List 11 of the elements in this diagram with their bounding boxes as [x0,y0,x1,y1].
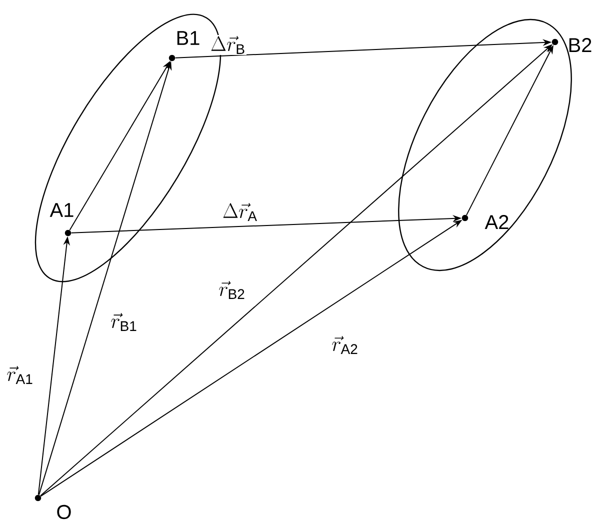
vector-label: $\vec{r}_{\mathrm{A1}}$ [6,365,34,385]
vector-label: $\Delta\vec{r}_{\mathrm{A}}$ [222,202,258,222]
vector-label: $\vec{r}_{\mathrm{B1}}$ [110,312,138,332]
point-label: B1 [177,31,200,45]
vector-label: $\vec{r}_{\mathrm{A2}}$ [330,335,360,355]
point-label: A2 [484,215,508,229]
point-label: A1 [50,203,74,217]
point-label: O [57,504,71,520]
point-label: B2 [569,38,592,52]
vector-label: $\Delta\vec{r}_{\mathrm{B}}$ [210,35,246,55]
vector-label: $\vec{r}_{\mathrm{B2}}$ [218,280,246,300]
